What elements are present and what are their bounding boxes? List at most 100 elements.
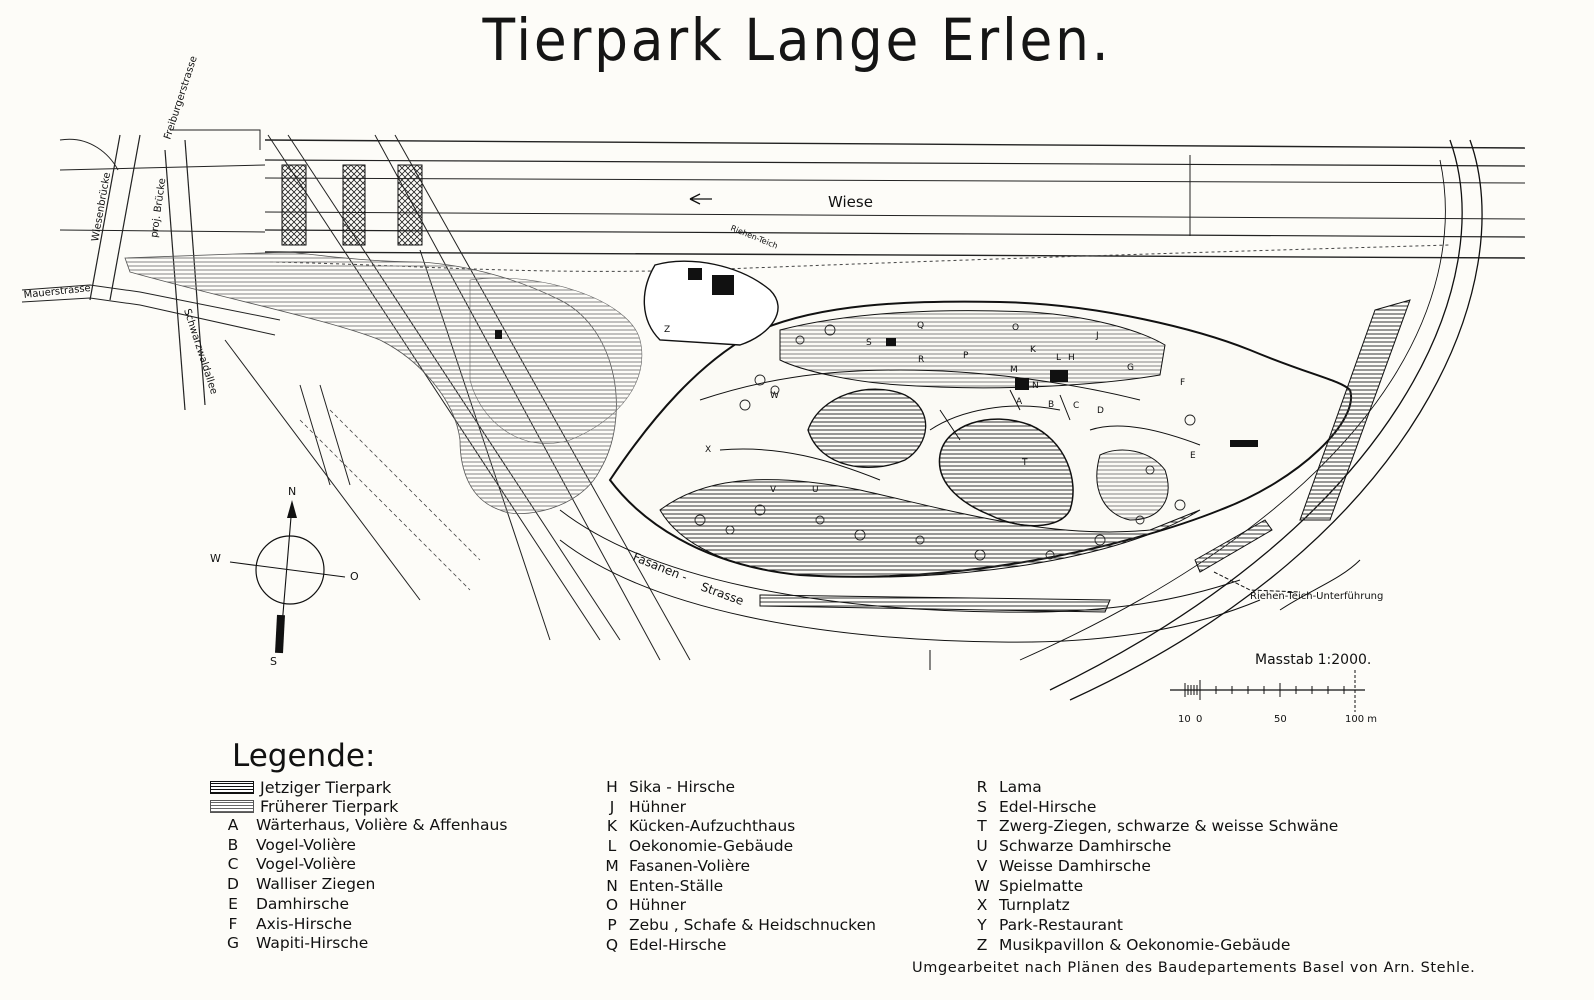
map-letter-f: F (1180, 378, 1185, 388)
legend-key: N (606, 876, 618, 895)
meadow-southern (659, 479, 1201, 578)
scale-tick-50: 50 (1274, 714, 1287, 725)
legend-key: D (227, 875, 239, 894)
legend-text: Walliser Ziegen (256, 875, 376, 894)
fasanen-strasse-road (559, 509, 1361, 670)
map-letter-x: X (705, 445, 711, 455)
map-letter-v: V (770, 485, 777, 495)
map-letter-h: H (1068, 353, 1075, 363)
legend-symbol-label: Früherer Tierpark (260, 797, 399, 816)
wiese-river (59, 139, 1526, 272)
scale-tick-0: 0 (1196, 714, 1202, 725)
legend-text: Weisse Damhirsche (999, 856, 1151, 875)
map-letter-b: B (1048, 400, 1054, 410)
compass-north: N (288, 485, 296, 498)
legend-key: V (976, 856, 988, 875)
map-letter-n: N (1032, 381, 1039, 391)
compass-east: O (350, 570, 359, 583)
enclosure-block-north (779, 310, 1166, 389)
legend-text: Musikpavillon & Oekonomie-Gebäude (999, 935, 1291, 954)
scale-bar: Masstab 1:2000. 10 0 50 100 m (1170, 652, 1377, 725)
map-letter-w: W (770, 391, 779, 401)
label-riehenteich: Riehen-Teich (729, 224, 779, 251)
map-letter-m: M (1010, 365, 1018, 375)
legend-text: Edel-Hirsche (629, 935, 727, 954)
legend-key: O (605, 896, 619, 915)
legend-item-c: C Vogel-Volière (210, 855, 507, 875)
legend-key: L (607, 837, 617, 856)
legend-key: C (227, 855, 239, 874)
legend-text: Wapiti-Hirsche (256, 934, 369, 953)
legend-text: Oekonomie-Gebäude (629, 837, 794, 856)
legend-item-n: N Enten-Ställe (595, 877, 876, 897)
legend-item-b: B Vogel-Volière (210, 836, 507, 856)
restaurant-garden (643, 260, 779, 346)
pond-main (938, 418, 1074, 527)
label-wiese: Wiese (828, 193, 873, 211)
legend-key: X (976, 896, 988, 915)
legend-text: Schwarze Damhirsche (999, 837, 1172, 856)
map-letter-q: Q (917, 321, 924, 331)
map-letter-p: P (963, 351, 969, 361)
footer-credit: Umgearbeitet nach Plänen des Baudepartem… (912, 960, 1476, 976)
legend-key: U (976, 837, 988, 856)
map-letter-l: L (1056, 353, 1061, 363)
map-letter-z: Z (664, 325, 670, 335)
scale-tick-100: 100 m (1345, 714, 1377, 725)
legend-text: Wärterhaus, Volière & Affenhaus (256, 816, 508, 834)
legend-text: Zwerg-Ziegen, schwarze & weisse Schwäne (999, 817, 1339, 836)
legend-key: K (606, 817, 618, 836)
map-letter-c: C (1073, 401, 1079, 411)
buildings (495, 268, 1258, 447)
legend-text: Enten-Ställe (629, 876, 724, 895)
legend-key: R (976, 778, 988, 796)
label-underpass: Riehen-Teich-Unterführung (1250, 591, 1383, 602)
trees (694, 324, 1196, 561)
legend-text: Edel-Hirsche (999, 797, 1097, 816)
former-park-meadow (469, 277, 643, 444)
legend-text: Vogel-Volière (256, 835, 356, 854)
legend-key: Q (605, 935, 619, 954)
legend-key: W (974, 876, 990, 895)
scale-label: Masstab 1:2000. (1255, 652, 1371, 668)
street-network (21, 129, 481, 601)
legend-text: Hühner (629, 896, 687, 915)
legend-key: Z (976, 935, 988, 954)
scale-tick-10: 10 (1178, 714, 1191, 725)
legend-text: Turnplatz (999, 896, 1070, 915)
legend-item-p: P Zebu , Schafe & Heidschnucken (595, 916, 876, 936)
legend-key: P (607, 915, 617, 934)
map-letter-g: G (1127, 363, 1134, 373)
legend-symbol-former: Früherer Tierpark (210, 797, 507, 816)
label-fasanen-1: Fasanen - (631, 550, 690, 585)
paths (699, 369, 1201, 481)
compass-rose: N S W O (210, 485, 359, 668)
legend-title: Legende: (232, 738, 376, 774)
legend-text: Hühner (629, 797, 687, 816)
legend-text: Fasanen-Volière (629, 856, 751, 875)
legend-text: Sika - Hirsche (629, 778, 736, 796)
legend-key: M (605, 856, 619, 875)
legend-item-x: X Turnplatz (965, 896, 1338, 916)
legend-text: Zebu , Schafe & Heidschnucken (629, 915, 876, 934)
legend-key: H (606, 778, 618, 796)
map-letter-s: S (866, 338, 872, 348)
label-proj-bruecke: proj. Brücke (149, 178, 168, 239)
legend-text: Damhirsche (256, 894, 349, 913)
legend-item-u: U Schwarze Damhirsche (965, 837, 1338, 857)
legend-item-q: Q Edel-Hirsche (595, 936, 876, 956)
label-freiburgerstrasse: Freiburgerstrasse (162, 55, 199, 141)
legend-key: B (227, 835, 239, 854)
label-wiesenbruecke: Wiesenbrücke (90, 171, 113, 242)
legend-text: Vogel-Volière (256, 855, 356, 874)
